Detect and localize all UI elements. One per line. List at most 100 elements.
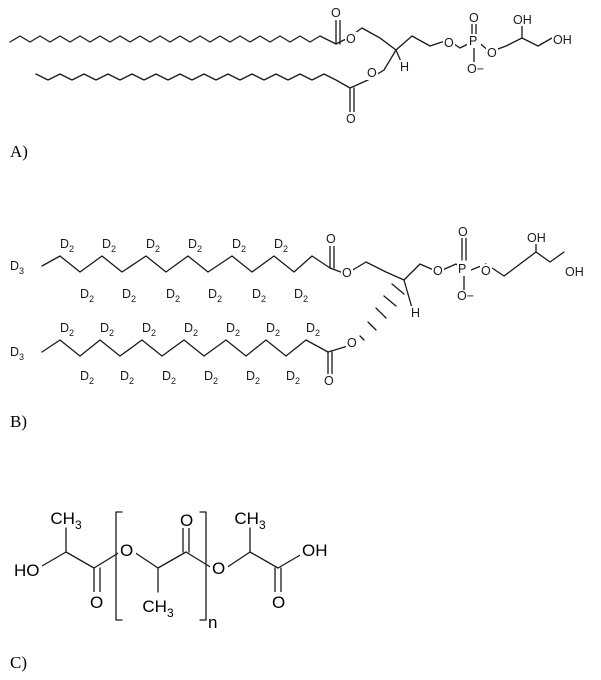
svg-text:D2: D2: [286, 369, 300, 386]
c-bond-1: [65, 551, 95, 569]
svg-text:D3: D3: [10, 259, 24, 276]
svg-text:D2: D2: [306, 321, 320, 338]
svg-text:D2: D2: [232, 237, 246, 254]
ester-b-bottom: [327, 345, 349, 353]
structure-b: D3 D2 D2 D2 D2 D2 D2 D2 D2 D2 D2 D2 D2 D…: [10, 225, 586, 388]
svg-text:D2: D2: [80, 287, 94, 304]
svg-text:D2: D2: [252, 287, 266, 304]
atom-o-carbonyl-b-top: O: [326, 232, 336, 246]
d2-label: D: [122, 287, 131, 301]
svg-text:D2: D2: [208, 287, 222, 304]
atom-o-phosphate-a-1: O: [444, 36, 454, 50]
atom-o-phosphate-b-1: O: [433, 264, 443, 278]
atom-h-b: H: [411, 306, 420, 320]
atom-o-ester-a-bottom: O: [367, 66, 377, 80]
atom-o-phosphate-a-2: O: [487, 46, 497, 60]
d2-label: D: [266, 321, 275, 335]
svg-text:D2: D2: [188, 237, 202, 254]
ester-a-top: [335, 27, 397, 51]
d2-label: D: [146, 237, 155, 251]
svg-text:D2: D2: [166, 287, 180, 304]
atom-oh-a-2: OH: [553, 33, 572, 47]
c-bond-3: [133, 551, 159, 569]
c-bond-7: [249, 551, 279, 569]
d2-label: D: [184, 321, 193, 335]
d2-label: D: [120, 369, 129, 383]
svg-text:D2: D2: [226, 321, 240, 338]
svg-text:D2: D2: [274, 237, 288, 254]
c-bond-5: [185, 551, 213, 569]
atom-o-ester-c-1: O: [120, 541, 133, 560]
d2-label: D: [188, 237, 197, 251]
svg-text:D2: D2: [146, 237, 160, 254]
d3-label-top: D: [10, 259, 19, 273]
svg-text:D2: D2: [266, 321, 280, 338]
bracket-right: [199, 511, 207, 621]
atom-o-p-oxo-b: O: [458, 225, 468, 239]
d2-label: D: [166, 287, 175, 301]
repeat-n: n: [208, 613, 217, 632]
d3-label-bottom: D: [10, 345, 19, 359]
atom-o-phosphate-b-2: O: [481, 264, 491, 278]
chain-a-top: [9, 35, 337, 45]
atom-o-carbonyl-c-left: O: [90, 593, 103, 612]
atom-ho-c: HO: [14, 561, 40, 580]
d2-label: D: [102, 237, 111, 251]
atom-o-anion-a: O−: [467, 62, 484, 76]
atom-p-a: P: [469, 34, 477, 48]
c-bond-4: [157, 551, 187, 569]
d2-label: D: [306, 321, 315, 335]
atom-o-p-oxo-a: O: [469, 11, 479, 25]
c-bond-8: [277, 553, 303, 569]
deuterium-labels-b: D3 D2 D2 D2 D2 D2 D2 D2 D2 D2 D2 D2 D2 D…: [10, 237, 320, 386]
d2-label: D: [294, 287, 303, 301]
atom-o-carbonyl-b-bottom: O: [324, 374, 334, 388]
atom-o-carbonyl-a-top: O: [331, 6, 341, 20]
chain-b-bottom: [41, 339, 329, 357]
atom-o-carbonyl-c-mid: O: [180, 511, 193, 530]
d2-label: D: [208, 287, 217, 301]
svg-text:D2: D2: [102, 237, 116, 254]
chain-a-bottom: [35, 73, 351, 89]
d2-label: D: [274, 237, 283, 251]
svg-text:D2: D2: [122, 287, 136, 304]
chain-b-top: [41, 255, 331, 273]
d2-label: D: [286, 369, 295, 383]
d2-label: D: [60, 237, 69, 251]
svg-text:CH3: CH3: [142, 597, 174, 620]
atom-oh-a-1: OH: [513, 13, 532, 27]
svg-text:D2: D2: [60, 321, 74, 338]
d2-label: D: [60, 321, 69, 335]
ch3-mid: CH: [142, 597, 167, 616]
structure-c: CH3 HO O O CH3 O n O CH3 O OH: [12, 509, 330, 632]
d2-label: D: [246, 369, 255, 383]
svg-text:D2: D2: [294, 287, 308, 304]
d2-label: D: [204, 369, 213, 383]
bracket-left: [115, 511, 123, 621]
svg-text:D2: D2: [60, 237, 74, 254]
svg-text:D2: D2: [120, 369, 134, 386]
h-bond-b: [403, 279, 413, 309]
svg-text:D2: D2: [184, 321, 198, 338]
svg-text:D2: D2: [142, 321, 156, 338]
atom-oh-b-2: OH: [565, 265, 584, 279]
atom-h-a: H: [400, 60, 409, 74]
hashed-wedge-b: [359, 283, 405, 341]
panel-label-a: A): [10, 142, 28, 161]
c-bond-6: [225, 551, 251, 569]
atom-o-carbonyl-c-right: O: [272, 593, 285, 612]
svg-text:D2: D2: [162, 369, 176, 386]
svg-text:D3: D3: [10, 345, 24, 362]
svg-text:D2: D2: [204, 369, 218, 386]
svg-text:CH3: CH3: [50, 509, 82, 532]
panel-label-b: B): [10, 412, 27, 431]
structure-a: O O O O H O P O O− O OH OH: [9, 6, 574, 126]
d2-label: D: [226, 321, 235, 335]
d2-label: D: [162, 369, 171, 383]
d2-label: D: [80, 287, 89, 301]
atom-oh-c: OH: [302, 541, 328, 560]
atom-o-anion-b: O−: [457, 289, 474, 303]
ester-b-top: [329, 261, 405, 281]
